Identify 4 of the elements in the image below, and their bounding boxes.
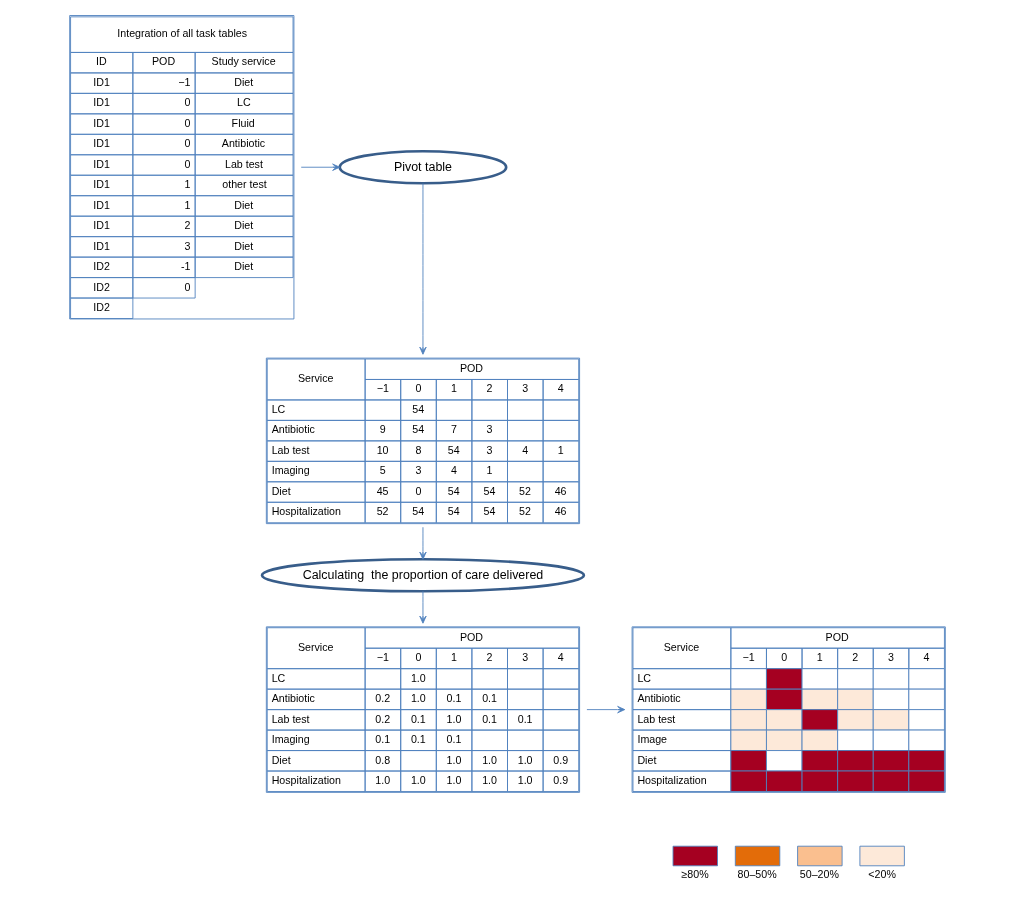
legend-label: <20%: [867, 867, 896, 880]
legend-label: ≥80%: [680, 867, 709, 880]
legend-label: 50–20%: [799, 867, 839, 880]
legend-label: 80–50%: [737, 867, 777, 880]
